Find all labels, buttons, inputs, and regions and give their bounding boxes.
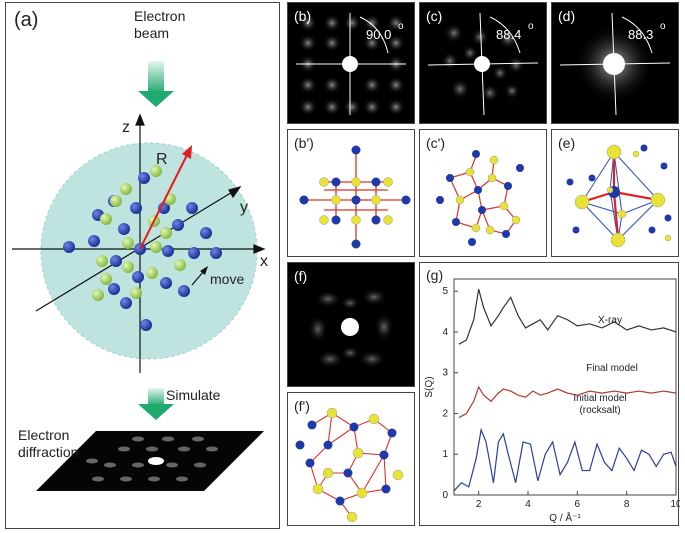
panel-d-label: (d) <box>558 8 576 24</box>
panel-c-prime-label: (c') <box>426 135 445 151</box>
panel-e: (e) <box>551 129 679 257</box>
angle-d: 88.3 <box>628 27 654 42</box>
xray-line <box>458 289 677 345</box>
panel-b: (b) 90.0 o <box>287 2 415 124</box>
x-tick-label: 8 <box>624 499 630 510</box>
panel-a-label: (a) <box>14 9 39 31</box>
initial-model-line <box>453 427 677 492</box>
angle-c-deg: o <box>528 21 534 32</box>
panel-f-prime-label: (f') <box>294 398 310 414</box>
panel-d: (d) 88.3 o <box>551 2 679 124</box>
vector-r-label: R <box>156 151 168 168</box>
panel-c: (c) 88.4 o <box>419 2 547 124</box>
axis-x-label: x <box>260 253 268 270</box>
structure-b-prime <box>299 145 411 249</box>
initial-model-legend-label: (rocksalt) <box>579 405 620 416</box>
y-tick-label: 2 <box>442 408 448 419</box>
x-tick-label: 2 <box>476 499 482 510</box>
move-arrow <box>191 266 208 286</box>
angle-b: 90.0 <box>366 27 392 42</box>
panel-a: (a) Electron beam <box>5 2 280 529</box>
panel-f-label: (f) <box>294 268 308 284</box>
y-tick-label: 4 <box>442 327 448 338</box>
x-axis-label: Q / Å⁻¹ <box>549 511 581 524</box>
electron-diffraction-label: Electron diffraction <box>18 427 79 460</box>
final-model-line <box>458 385 677 419</box>
electron-beam-label: Electron beam <box>134 8 186 41</box>
y-tick-label: 1 <box>442 449 448 460</box>
panel-c-label: (c) <box>426 8 443 24</box>
panel-b-prime-label: (b') <box>294 135 314 151</box>
panel-a-drawing <box>12 61 266 491</box>
structure-f-prime <box>295 407 404 523</box>
panel-c-prime: (c') <box>419 129 547 257</box>
x-tick-label: 6 <box>575 499 581 510</box>
panel-b-prime: (b') <box>287 129 415 257</box>
angle-b-deg: o <box>398 21 404 32</box>
panel-f: (f) <box>287 262 415 387</box>
r-vector <box>139 145 192 250</box>
initial-model-legend-label: Initial model <box>573 393 626 404</box>
structure-c-prime <box>436 150 524 246</box>
diffraction-plane <box>36 431 264 491</box>
simulate-arrow <box>138 388 174 420</box>
axis-z-label: z <box>122 119 130 136</box>
beam-arrow <box>138 61 174 107</box>
structure-e <box>566 144 672 248</box>
panel-b-label: (b) <box>294 8 312 24</box>
pattern-c <box>427 12 539 116</box>
atom-cluster <box>63 165 222 331</box>
pattern-f <box>308 288 394 368</box>
simulate-label: Simulate <box>166 387 221 403</box>
y-axis-label: S(Q) <box>424 376 435 397</box>
y-tick-label: 5 <box>442 286 448 297</box>
xray-legend-label: X-ray <box>598 315 622 326</box>
angle-c: 88.4 <box>496 27 522 42</box>
panel-g-label: (g) <box>426 267 444 283</box>
panel-f-prime: (f') <box>287 392 415 526</box>
plot-frame <box>453 278 677 496</box>
angle-d-deg: o <box>660 21 666 32</box>
panel-e-label: (e) <box>558 135 576 151</box>
move-label: move <box>210 271 245 287</box>
x-tick-label: 10 <box>670 499 680 510</box>
axis-y-label: y <box>240 199 248 216</box>
x-tick-label: 4 <box>525 499 531 510</box>
pattern-b <box>296 13 406 116</box>
pattern-d <box>559 12 671 116</box>
y-tick-label: 3 <box>442 368 448 379</box>
final-model-legend-label: Final model <box>586 363 638 374</box>
y-tick-label: 0 <box>442 490 448 501</box>
